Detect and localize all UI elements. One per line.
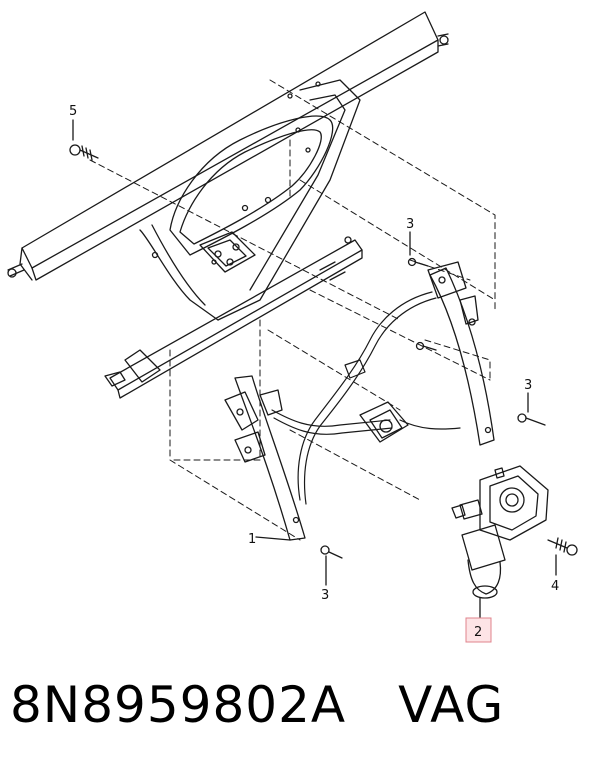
cables <box>271 291 461 505</box>
screw-4 <box>547 537 578 576</box>
regulator-rail-left <box>224 375 306 541</box>
brand-name: VAG <box>398 676 505 734</box>
callout-3a: 3 <box>406 217 414 232</box>
regulator-rail-right <box>427 261 495 446</box>
callout-3d: 3 <box>321 588 329 603</box>
guide-rail <box>104 236 363 399</box>
callout-2: 2 <box>474 625 482 640</box>
callout-3c: 3 <box>524 378 532 393</box>
part-number: 8N8959802A <box>10 676 347 734</box>
callout-1: 1 <box>248 532 256 547</box>
cable-pulley <box>359 401 409 443</box>
screw-3b <box>415 341 437 351</box>
callout-5: 5 <box>69 104 77 119</box>
screw-5 <box>69 119 99 161</box>
leader-1 <box>255 536 291 541</box>
part-number-caption: 8N8959802A VAG <box>10 676 504 756</box>
screw-3a <box>407 231 429 267</box>
callout-2-highlight <box>465 617 492 643</box>
window-motor <box>451 465 549 599</box>
screw-3d <box>320 545 343 586</box>
screw-3c <box>517 392 546 426</box>
callout-4: 4 <box>551 579 559 594</box>
assembly-lines <box>89 79 496 541</box>
door-frame <box>7 11 449 321</box>
